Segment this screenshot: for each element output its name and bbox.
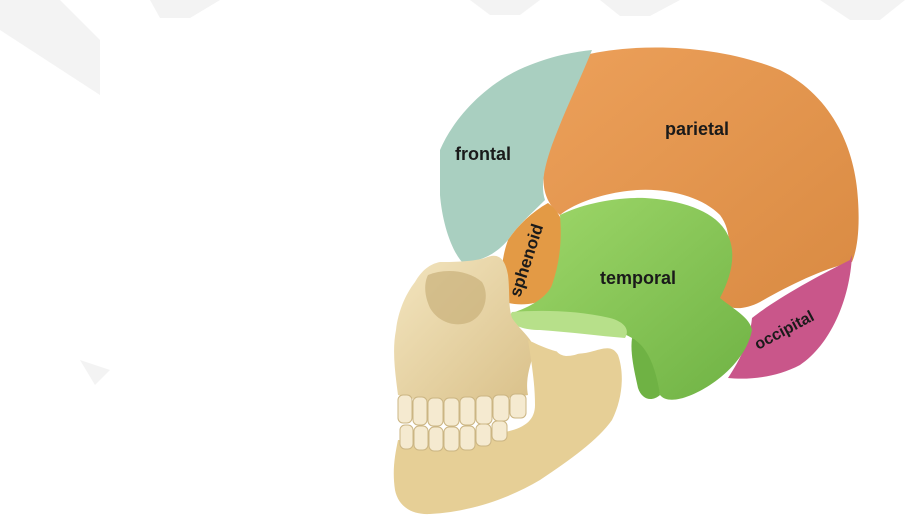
label-parietal: parietal	[665, 119, 729, 139]
label-temporal: temporal	[600, 268, 676, 288]
label-frontal: frontal	[455, 144, 511, 164]
upper-teeth	[398, 394, 526, 426]
